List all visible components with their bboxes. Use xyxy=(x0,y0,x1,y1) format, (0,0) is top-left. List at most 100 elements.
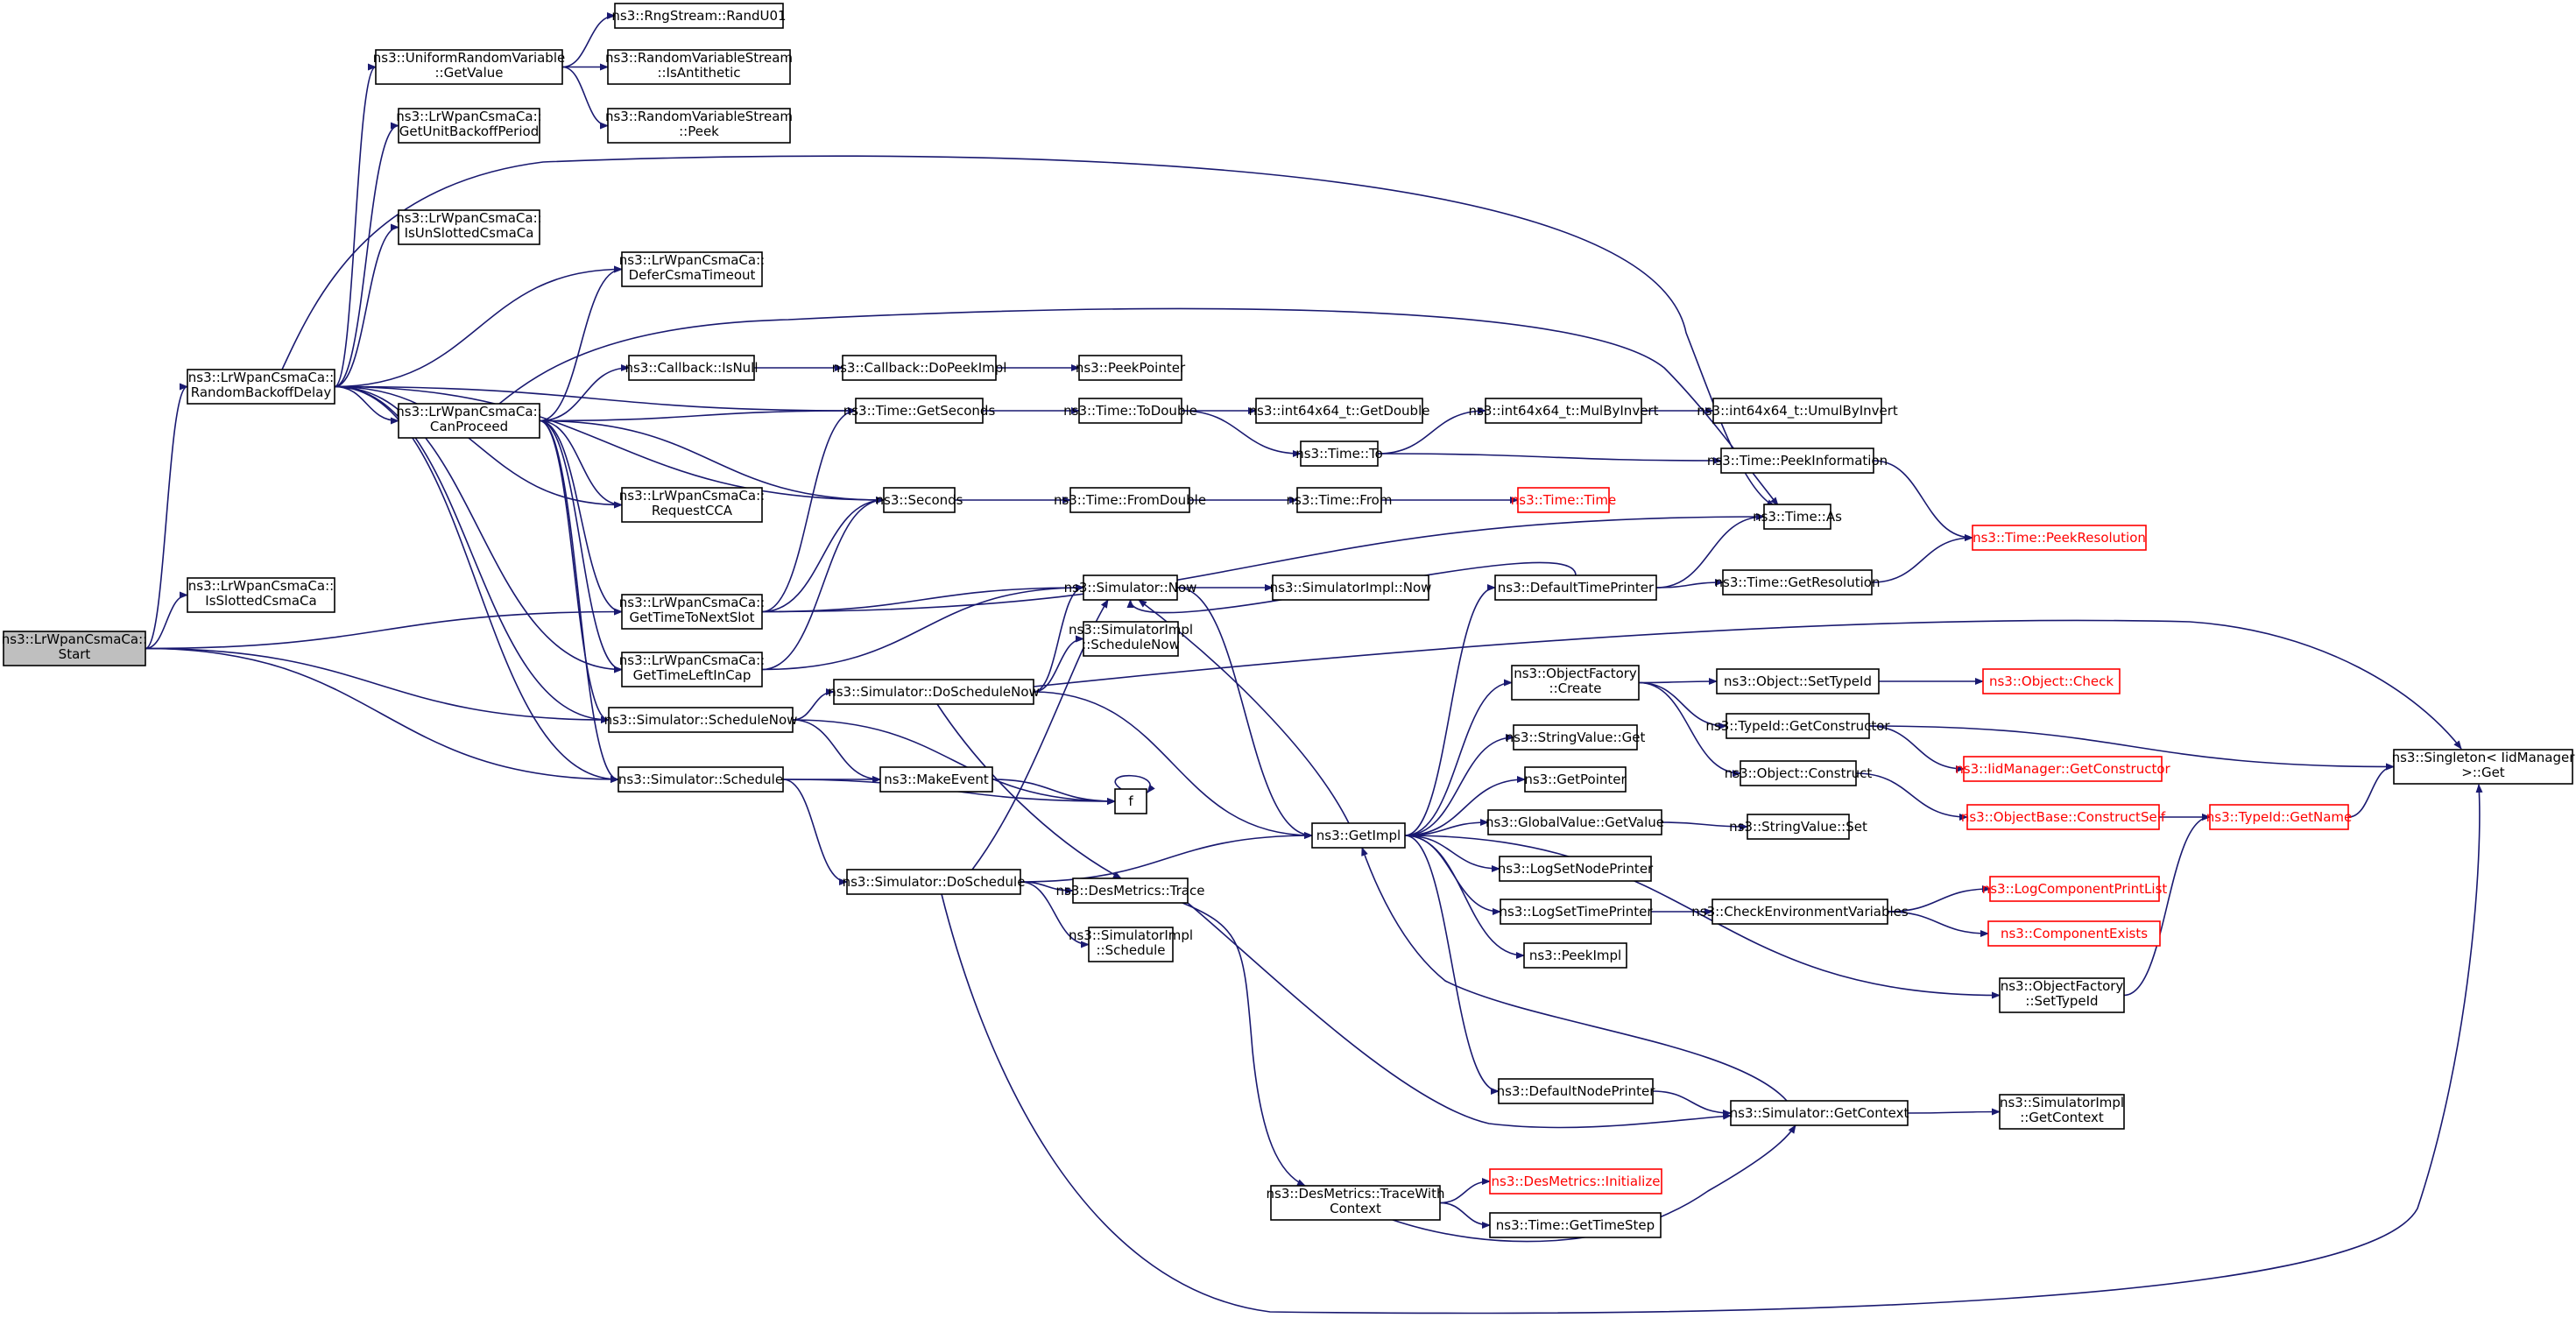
call-edge-line xyxy=(1033,619,2462,750)
node-label: ns3::int64x64_t::UmulByInvert xyxy=(1697,403,1898,419)
node-get-pointer[interactable]: ns3::GetPointer xyxy=(1524,766,1627,793)
node-time-time[interactable]: ns3::Time::Time xyxy=(1511,487,1617,513)
node-box xyxy=(2209,804,2349,830)
node-peek[interactable]: ns3::RandomVariableStream::Peek xyxy=(605,108,793,144)
node-get-time-left-in-cap[interactable]: ns3::LrWpanCsmaCa::GetTimeLeftInCap xyxy=(619,652,765,687)
node-get-time-step[interactable]: ns3::Time::GetTimeStep xyxy=(1489,1212,1662,1238)
node-time-get-seconds[interactable]: ns3::Time::GetSeconds xyxy=(843,398,996,424)
node-box xyxy=(1972,525,2147,551)
node-label: ::IsAntithetic xyxy=(657,65,740,81)
node-callback-is-null[interactable]: ns3::Callback::IsNull xyxy=(625,355,759,381)
node-check-env[interactable]: ns3::CheckEnvironmentVariables xyxy=(1691,899,1909,925)
node-can-proceed[interactable]: ns3::LrWpanCsmaCa::CanProceed xyxy=(396,403,542,439)
call-edge-line xyxy=(334,385,623,509)
node-des-initialize[interactable]: ns3::DesMetrics::Initialize xyxy=(1489,1168,1662,1195)
call-edge xyxy=(539,419,885,504)
node-get-constructor[interactable]: ns3::TypeId::GetConstructor xyxy=(1705,713,1890,739)
node-random-backoff[interactable]: ns3::LrWpanCsmaCa::RandomBackoffDelay xyxy=(187,369,335,405)
node-object-check[interactable]: ns3::Object::Check xyxy=(1982,668,2121,694)
call-edge-line xyxy=(941,784,2483,1314)
call-edge-line xyxy=(792,688,835,721)
node-defer-csma[interactable]: ns3::LrWpanCsmaCa::DeferCsmaTimeout xyxy=(619,251,765,287)
node-box xyxy=(1513,724,1638,751)
node-type-id-get-name[interactable]: ns3::TypeId::GetName xyxy=(2206,804,2352,830)
node-sim-impl-schedule-now[interactable]: ns3::SimulatorImpl::ScheduleNow xyxy=(1069,621,1193,657)
node-get-time-to-next-slot[interactable]: ns3::LrWpanCsmaCa::GetTimeToNextSlot xyxy=(619,594,765,630)
node-do-schedule-now[interactable]: ns3::Simulator::DoScheduleNow xyxy=(828,679,1040,705)
node-construct-self[interactable]: ns3::ObjectBase::ConstructSelf xyxy=(1961,804,2166,830)
node-label: ns3::LrWpanCsmaCa:: xyxy=(396,210,541,226)
node-default-node-printer[interactable]: ns3::DefaultNodePrinter xyxy=(1497,1078,1656,1104)
call-edge xyxy=(1655,513,1765,589)
node-schedule[interactable]: ns3::Simulator::Schedule xyxy=(618,766,784,793)
node-callback-do-peek-impl[interactable]: ns3::Callback::DoPeekImpl xyxy=(832,355,1007,381)
call-edge xyxy=(936,703,1122,879)
node-peek-resolution[interactable]: ns3::Time::PeekResolution xyxy=(1972,525,2147,551)
node-sim-get-context[interactable]: ns3::Simulator::GetContext xyxy=(1730,1100,1909,1126)
call-edge-line xyxy=(539,419,610,723)
node-make-event[interactable]: ns3::MakeEvent xyxy=(879,766,993,793)
call-edge xyxy=(941,784,2483,1314)
call-edge xyxy=(1855,772,1968,821)
node-time-as[interactable]: ns3::Time::As xyxy=(1753,504,1842,530)
node-object-factory-create[interactable]: ns3::ObjectFactory::Create xyxy=(1511,665,1640,701)
node-time-from[interactable]: ns3::Time::From xyxy=(1287,487,1393,513)
node-label: ns3::LrWpanCsmaCa:: xyxy=(619,595,765,610)
node-uniform-get[interactable]: ns3::UniformRandomVariable::GetValue xyxy=(373,49,565,85)
node-log-set-node-printer[interactable]: ns3::LogSetNodePrinter xyxy=(1498,856,1654,882)
node-peek-impl[interactable]: ns3::PeekImpl xyxy=(1523,942,1627,969)
node-string-value-set[interactable]: ns3::StringValue::Set xyxy=(1729,814,1867,840)
node-schedule-now[interactable]: ns3::Simulator::ScheduleNow xyxy=(604,707,798,733)
node-time-to[interactable]: ns3::Time::To xyxy=(1295,441,1383,467)
node-sim-impl-schedule[interactable]: ns3::SimulatorImpl::Schedule xyxy=(1069,927,1193,962)
node-log-set-time-printer[interactable]: ns3::LogSetTimePrinter xyxy=(1499,899,1653,925)
node-mul-by-invert[interactable]: ns3::int64x64_t::MulByInvert xyxy=(1469,398,1659,424)
node-umul-by-invert[interactable]: ns3::int64x64_t::UmulByInvert xyxy=(1697,398,1898,424)
node-time-to-double[interactable]: ns3::Time::ToDouble xyxy=(1063,398,1197,424)
node-log-component-print-list[interactable]: ns3::LogComponentPrintList xyxy=(1982,876,2168,902)
node-factory-set-type-id[interactable]: ns3::ObjectFactory::SetTypeId xyxy=(1999,977,2125,1013)
node-component-exists[interactable]: ns3::ComponentExists xyxy=(1987,920,2161,947)
call-edge-line xyxy=(1176,587,1313,839)
node-peek-pointer[interactable]: ns3::PeekPointer xyxy=(1076,355,1186,381)
node-singleton-get[interactable]: ns3::Singleton< IidManager>::Get xyxy=(2392,749,2576,785)
node-label: ns3::Object::Check xyxy=(1989,673,2114,689)
node-global-value-get[interactable]: ns3::GlobalValue::GetValue xyxy=(1486,809,1664,835)
call-edge xyxy=(1439,1178,1491,1204)
call-edge xyxy=(1404,584,1496,836)
node-do-schedule[interactable]: ns3::Simulator::DoSchedule xyxy=(843,869,1026,895)
node-label: ns3::DesMetrics::Initialize xyxy=(1492,1174,1661,1189)
node-is-slotted[interactable]: ns3::LrWpanCsmaCa::IsSlottedCsmaCa xyxy=(187,577,335,613)
call-edge-line xyxy=(145,608,623,650)
node-string-value-get[interactable]: ns3::StringValue::Get xyxy=(1506,724,1646,751)
node-start[interactable]: ns3::LrWpanCsmaCa::Start xyxy=(2,631,147,666)
node-is-un-slotted[interactable]: ns3::LrWpanCsmaCa::IsUnSlottedCsmaCa xyxy=(396,209,542,245)
node-peek-information[interactable]: ns3::Time::PeekInformation xyxy=(1707,448,1888,474)
node-des-trace[interactable]: ns3::DesMetrics::Trace xyxy=(1056,877,1205,904)
node-set-type-id[interactable]: ns3::Object::SetTypeId xyxy=(1716,668,1880,694)
node-get-impl[interactable]: ns3::GetImpl xyxy=(1311,822,1406,849)
node-from-double[interactable]: ns3::Time::FromDouble xyxy=(1054,487,1206,513)
node-iid-get-constructor[interactable]: ns3::IidManager::GetConstructor xyxy=(1955,756,2171,782)
node-sim-impl-now[interactable]: ns3::SimulatorImpl::Now xyxy=(1270,574,1432,601)
node-get-unit-backoff[interactable]: ns3::LrWpanCsmaCa::GetUnitBackoffPeriod xyxy=(396,108,542,144)
node-request-c-c-a[interactable]: ns3::LrWpanCsmaCa::RequestCCA xyxy=(619,487,765,523)
node-get-resolution[interactable]: ns3::Time::GetResolution xyxy=(1715,569,1881,596)
node-rand-u01[interactable]: ns3::RngStream::RandU01 xyxy=(611,3,787,29)
node-label: ns3::Time::As xyxy=(1753,509,1842,525)
node-seconds[interactable]: ns3::Seconds xyxy=(876,487,963,513)
node-f[interactable]: f xyxy=(1114,788,1147,814)
node-int64-get-double[interactable]: ns3::int64x64_t::GetDouble xyxy=(1249,398,1430,424)
node-sim-now[interactable]: ns3::Simulator::Now xyxy=(1064,574,1197,601)
node-label: f xyxy=(1128,793,1133,809)
call-edge-line xyxy=(145,647,619,783)
node-default-time-printer[interactable]: ns3::DefaultTimePrinter xyxy=(1494,574,1657,601)
node-label: ns3::Time::GetSeconds xyxy=(843,403,996,419)
node-object-construct[interactable]: ns3::Object::Construct xyxy=(1725,760,1873,786)
node-label: ns3::LrWpanCsmaCa:: xyxy=(2,631,147,647)
node-box xyxy=(1255,398,1423,424)
node-is-antithetic[interactable]: ns3::RandomVariableStream::IsAntithetic xyxy=(605,49,793,85)
node-sim-impl-get-context[interactable]: ns3::SimulatorImpl::GetContext xyxy=(1999,1094,2125,1130)
node-label: ns3::int64x64_t::GetDouble xyxy=(1249,403,1430,419)
